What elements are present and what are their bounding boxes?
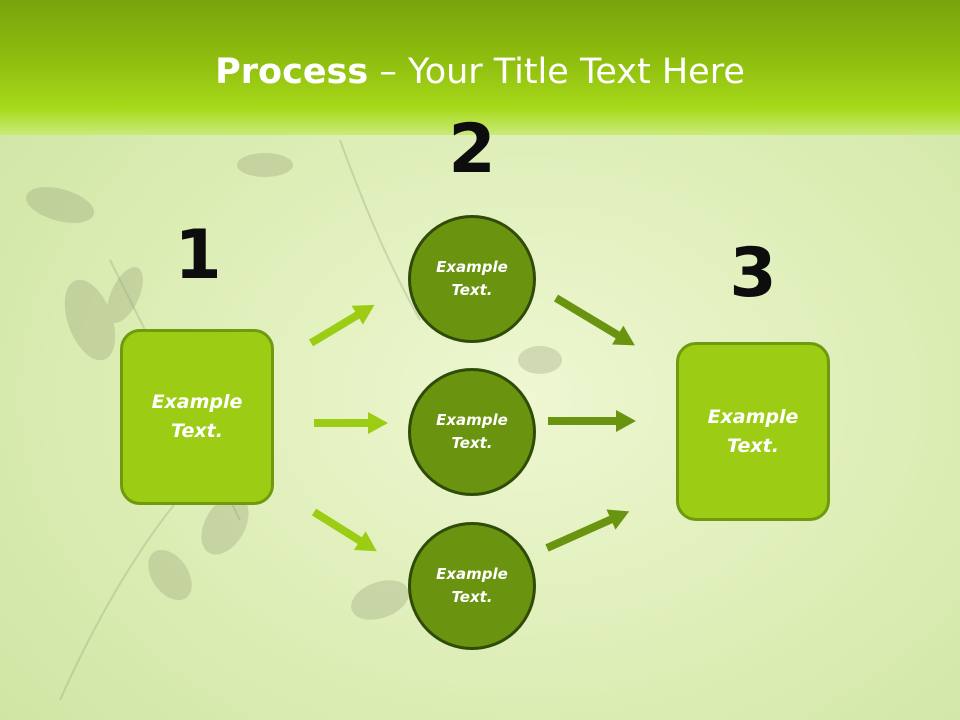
arrow-1-to-bottom [311, 508, 377, 552]
circle-top-line2: Text. [451, 281, 493, 299]
circle-top-line1: Example [436, 258, 508, 276]
step-2-circle-top: Example Text. [408, 215, 536, 343]
circle-middle-line2: Text. [451, 434, 493, 452]
step-3-box-line2: Text. [727, 434, 779, 457]
step-1-box-line2: Text. [171, 420, 223, 442]
circle-bottom-line1: Example [436, 565, 508, 583]
step-1-number: 1 [174, 216, 222, 295]
step-3-box: Example Text. [676, 342, 830, 521]
slide-title: Process – Your Title Text Here [0, 52, 960, 92]
title-bold: Process [215, 52, 369, 92]
arrow-bottom-to-3 [545, 509, 630, 552]
step-3-box-line1: Example [707, 405, 799, 428]
arrow-1-to-top [308, 304, 375, 347]
step-1-box: Example Text. [120, 329, 274, 505]
title-bar [0, 0, 960, 135]
arrow-1-to-middle [314, 412, 388, 434]
arrow-top-to-3 [553, 294, 635, 346]
step-2-circle-middle: Example Text. [408, 368, 536, 496]
step-2-circle-bottom: Example Text. [408, 522, 536, 650]
title-rest: – Your Title Text Here [368, 52, 745, 92]
circle-bottom-line2: Text. [451, 588, 493, 606]
circle-middle-line1: Example [436, 411, 508, 429]
arrow-middle-to-3 [548, 410, 636, 432]
step-1-box-line1: Example [151, 391, 243, 413]
step-2-number: 2 [448, 110, 496, 189]
step-3-number: 3 [729, 234, 777, 313]
